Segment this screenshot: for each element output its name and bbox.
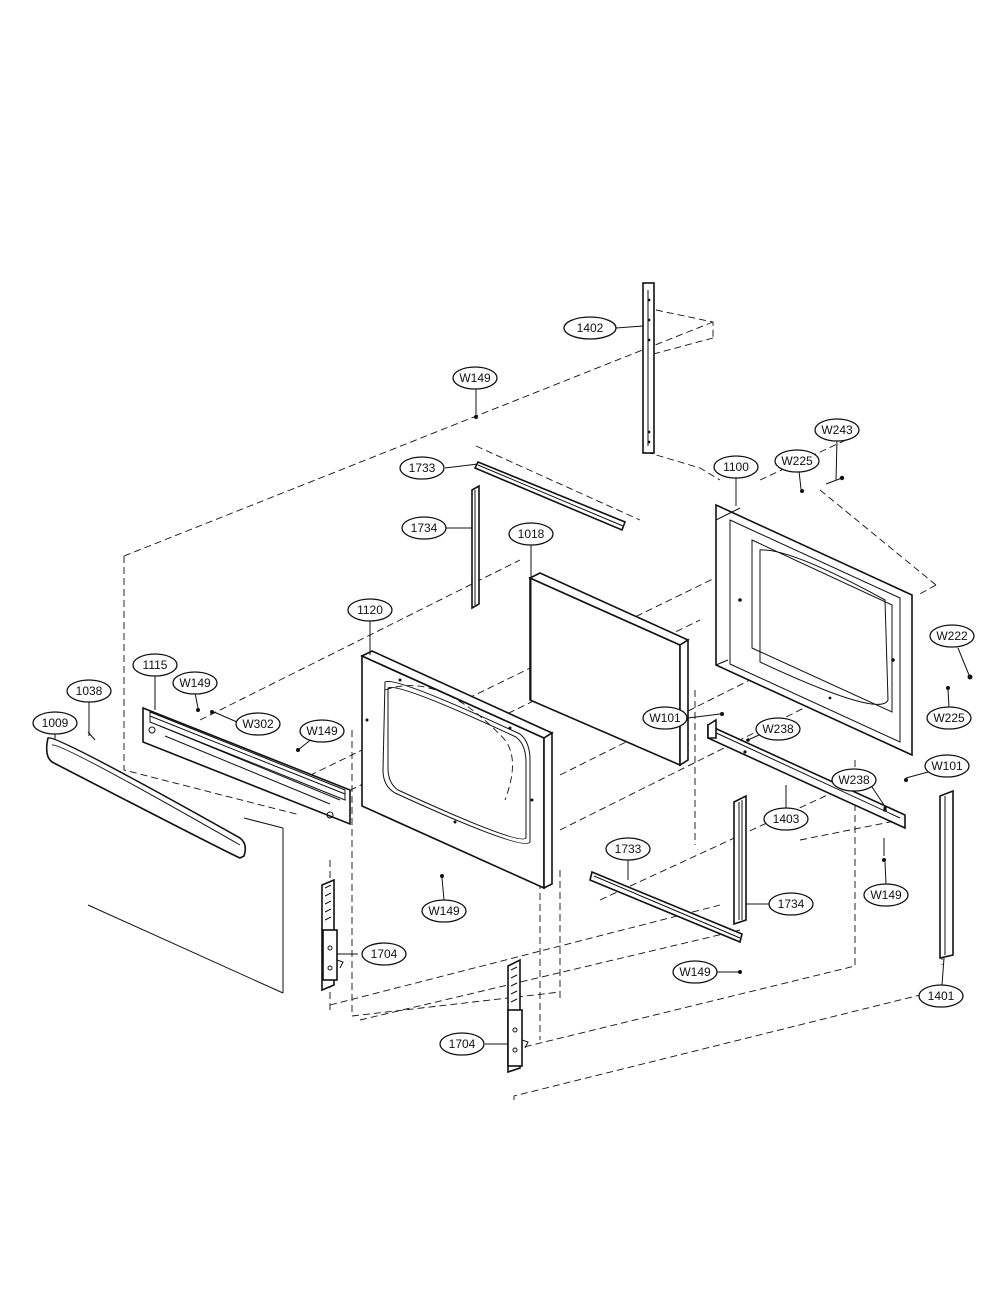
svg-text:1704: 1704 <box>449 1037 476 1051</box>
svg-text:W149: W149 <box>428 904 460 918</box>
callout-1402: 1402 <box>563 316 617 340</box>
part-1115-vent-trim <box>142 706 351 826</box>
callout-w238-top: W238 <box>755 717 801 741</box>
svg-text:1733: 1733 <box>409 461 436 475</box>
svg-text:W222: W222 <box>936 629 968 643</box>
svg-text:W101: W101 <box>931 759 963 773</box>
svg-text:W149: W149 <box>459 371 491 385</box>
part-1734-top-trim <box>471 484 480 610</box>
callout-1401: 1401 <box>918 984 964 1008</box>
callout-1734-bottom: 1734 <box>768 892 814 916</box>
svg-text:W149: W149 <box>870 888 902 902</box>
callout-1115: 1115 <box>132 653 178 677</box>
callout-1100: 1100 <box>713 455 759 479</box>
callout-1038: 1038 <box>66 679 112 703</box>
svg-text:W302: W302 <box>242 717 274 731</box>
svg-text:W225: W225 <box>781 454 813 468</box>
svg-text:W149: W149 <box>179 676 211 690</box>
svg-text:1403: 1403 <box>773 812 800 826</box>
svg-text:W101: W101 <box>649 711 681 725</box>
part-1733-bottom-trim <box>589 870 743 944</box>
callout-w101-left: W101 <box>642 706 688 730</box>
svg-text:1009: 1009 <box>42 716 69 730</box>
callout-1733-bottom: 1733 <box>605 837 651 861</box>
part-1401-side-rail <box>939 789 954 960</box>
svg-text:1120: 1120 <box>357 603 383 617</box>
callout-w302: W302 <box>235 712 281 736</box>
part-1704-hinge-left <box>321 878 344 992</box>
callout-w149-lower: W149 <box>421 899 467 923</box>
callout-w222: W222 <box>929 624 975 648</box>
svg-text:W149: W149 <box>306 724 338 738</box>
callout-1120: 1120 <box>347 598 393 622</box>
svg-text:1401: 1401 <box>928 989 955 1003</box>
callout-w149-bottom: W149 <box>672 960 718 984</box>
svg-text:W238: W238 <box>762 722 794 736</box>
part-1120-door-liner <box>360 650 554 890</box>
part-1704-hinge-bottom <box>507 958 529 1074</box>
callout-w149-right: W149 <box>863 883 909 907</box>
callout-1009: 1009 <box>32 711 78 735</box>
svg-text:1402: 1402 <box>577 321 604 335</box>
svg-text:W238: W238 <box>838 773 870 787</box>
callout-w149-mid: W149 <box>299 719 345 743</box>
callout-w101-right: W101 <box>924 754 970 778</box>
svg-text:1733: 1733 <box>615 842 642 856</box>
svg-text:1734: 1734 <box>411 521 438 535</box>
part-1018-glass-panel <box>528 572 690 767</box>
part-1402-side-rail <box>642 282 655 454</box>
callout-1403: 1403 <box>763 807 809 831</box>
part-1038-outer-glass <box>87 817 284 994</box>
fasteners <box>196 415 973 974</box>
callout-w225-right: W225 <box>926 706 972 730</box>
part-1100-inner-frame <box>715 503 913 757</box>
callout-w238-right: W238 <box>831 768 877 792</box>
svg-text:1115: 1115 <box>143 658 168 672</box>
leader-lines <box>54 325 970 1045</box>
part-1733-top-trim <box>473 460 627 532</box>
part-1734-bottom-trim <box>733 794 747 926</box>
callout-1734-top: 1734 <box>401 516 447 540</box>
svg-text:1734: 1734 <box>778 897 805 911</box>
svg-text:1038: 1038 <box>76 684 103 698</box>
svg-text:W149: W149 <box>679 965 711 979</box>
svg-text:1018: 1018 <box>518 527 545 541</box>
callout-1018: 1018 <box>508 522 554 546</box>
callout-1733-top: 1733 <box>399 456 445 480</box>
svg-text:1704: 1704 <box>371 947 398 961</box>
callout-w243: W243 <box>814 418 860 442</box>
svg-text:1100: 1100 <box>723 460 749 474</box>
svg-text:W243: W243 <box>821 423 853 437</box>
callout-w225-top: W225 <box>774 449 820 473</box>
callout-1704-left: 1704 <box>361 942 407 966</box>
svg-text:W225: W225 <box>933 711 965 725</box>
callout-1704-bottom: 1704 <box>439 1032 485 1056</box>
callout-w149-top: W149 <box>452 366 498 390</box>
callout-w149-left: W149 <box>172 671 218 695</box>
